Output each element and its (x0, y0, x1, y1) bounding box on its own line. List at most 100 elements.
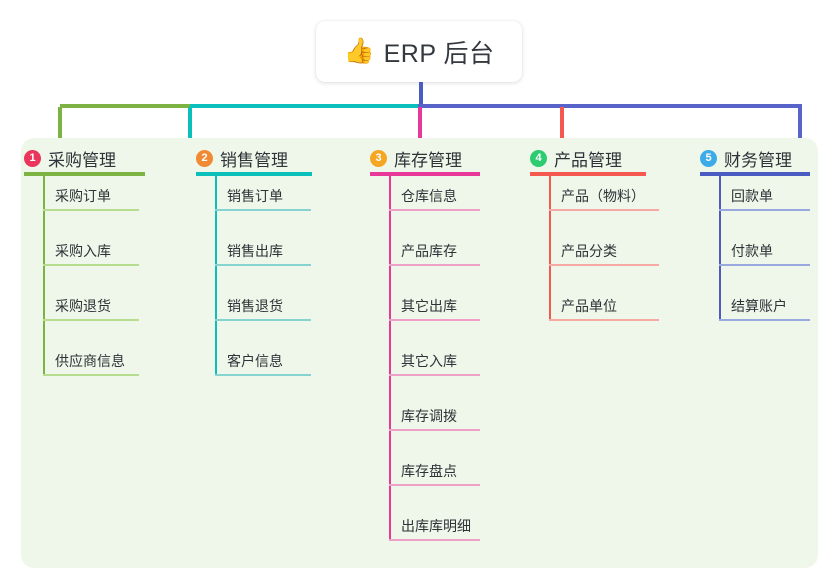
module-item-rule (719, 319, 810, 321)
module-item-rule (549, 209, 659, 211)
module-item[interactable]: 出库库明细 (389, 514, 480, 541)
module-item-rule (389, 429, 480, 431)
module-item-rule (43, 374, 139, 376)
module-item-label: 产品（物料） (561, 188, 645, 204)
module-header-rule (196, 172, 312, 176)
module-item[interactable]: 产品（物料） (549, 184, 659, 211)
module-item-rule (389, 264, 480, 266)
module-item[interactable]: 销售出库 (215, 239, 311, 266)
module-item[interactable]: 采购订单 (43, 184, 139, 211)
module-item-rule (215, 374, 311, 376)
module-item-rule (389, 209, 480, 211)
module-item-rule (549, 319, 659, 321)
modules-panel: 1 采购管理采购订单采购入库采购退货供应商信息 2 销售管理销售订单销售出库销售退货客… (21, 138, 818, 568)
module-item[interactable]: 客户信息 (215, 349, 311, 376)
module-header-4[interactable]: 4 产品管理 (530, 146, 622, 171)
module-item-label: 库存调拨 (401, 408, 457, 424)
module-item-rule (719, 209, 810, 211)
module-title: 产品管理 (554, 151, 622, 170)
thumbs-up-icon: 👍 (343, 37, 375, 65)
connector-hbar-1 (60, 104, 190, 108)
module-item[interactable]: 销售退货 (215, 294, 311, 321)
module-item-rule (215, 209, 311, 211)
module-item[interactable]: 产品单位 (549, 294, 659, 321)
module-number-badge: 3 (370, 150, 387, 167)
module-item-label: 回款单 (731, 188, 773, 204)
module-spine (43, 174, 45, 376)
module-number-badge: 4 (530, 150, 547, 167)
module-item-label: 销售退货 (227, 298, 283, 314)
connector-hbar-2 (190, 104, 420, 108)
module-item[interactable]: 销售订单 (215, 184, 311, 211)
module-item-label: 其它入库 (401, 353, 457, 369)
module-item-label: 供应商信息 (55, 353, 125, 369)
module-header-1[interactable]: 1 采购管理 (24, 146, 116, 171)
module-item-rule (549, 264, 659, 266)
module-item-label: 采购入库 (55, 243, 111, 259)
module-spine (215, 174, 217, 376)
module-item[interactable]: 库存调拨 (389, 404, 480, 431)
connector-drop-5 (798, 107, 802, 145)
module-item[interactable]: 采购退货 (43, 294, 139, 321)
module-item-rule (389, 539, 480, 541)
module-item-label: 采购订单 (55, 188, 111, 204)
module-item[interactable]: 库存盘点 (389, 459, 480, 486)
module-header-rule (24, 172, 145, 176)
module-item-label: 采购退货 (55, 298, 111, 314)
module-number-badge: 2 (196, 150, 213, 167)
module-item-label: 出库库明细 (401, 518, 471, 534)
connector-drop-2 (188, 107, 192, 145)
connector-drop-3 (418, 107, 422, 145)
module-title: 销售管理 (220, 151, 288, 170)
module-item-label: 库存盘点 (401, 463, 457, 479)
module-item-rule (43, 319, 139, 321)
module-item[interactable]: 结算账户 (719, 294, 810, 321)
module-item[interactable]: 仓库信息 (389, 184, 480, 211)
module-item-rule (389, 374, 480, 376)
module-item-rule (389, 484, 480, 486)
module-item-label: 产品分类 (561, 243, 617, 259)
connector-drop-4 (560, 107, 564, 145)
module-item[interactable]: 其它入库 (389, 349, 480, 376)
connector-drop-1 (58, 107, 62, 145)
module-item-label: 仓库信息 (401, 188, 457, 204)
module-spine (389, 174, 391, 541)
module-item-label: 付款单 (731, 243, 773, 259)
module-title: 采购管理 (48, 151, 116, 170)
module-item[interactable]: 供应商信息 (43, 349, 139, 376)
module-item[interactable]: 回款单 (719, 184, 810, 211)
connector-hbar-3 (418, 104, 802, 108)
module-item-label: 结算账户 (731, 298, 787, 314)
module-item-label: 其它出库 (401, 298, 457, 314)
module-item-rule (43, 264, 139, 266)
module-item-label: 销售订单 (227, 188, 283, 204)
root-node-title: ERP 后台 (383, 39, 495, 68)
module-item-rule (43, 209, 139, 211)
module-item-rule (215, 319, 311, 321)
module-title: 财务管理 (724, 151, 792, 170)
module-item-label: 客户信息 (227, 353, 283, 369)
module-item-rule (719, 264, 810, 266)
module-item[interactable]: 其它出库 (389, 294, 480, 321)
module-number-badge: 1 (24, 150, 41, 167)
module-item[interactable]: 采购入库 (43, 239, 139, 266)
module-item-rule (215, 264, 311, 266)
module-item-label: 产品库存 (401, 243, 457, 259)
root-node-card[interactable]: 👍 ERP 后台 (316, 21, 522, 82)
module-item[interactable]: 产品分类 (549, 239, 659, 266)
module-header-2[interactable]: 2 销售管理 (196, 146, 288, 171)
module-item[interactable]: 产品库存 (389, 239, 480, 266)
module-item-label: 产品单位 (561, 298, 617, 314)
module-item-rule (389, 319, 480, 321)
root-trunk-connector (419, 82, 423, 108)
module-title: 库存管理 (394, 151, 462, 170)
module-item-label: 销售出库 (227, 243, 283, 259)
module-header-rule (530, 172, 646, 176)
module-header-rule (700, 172, 810, 176)
module-item[interactable]: 付款单 (719, 239, 810, 266)
module-spine (719, 174, 721, 321)
module-header-rule (370, 172, 480, 176)
module-header-3[interactable]: 3 库存管理 (370, 146, 462, 171)
